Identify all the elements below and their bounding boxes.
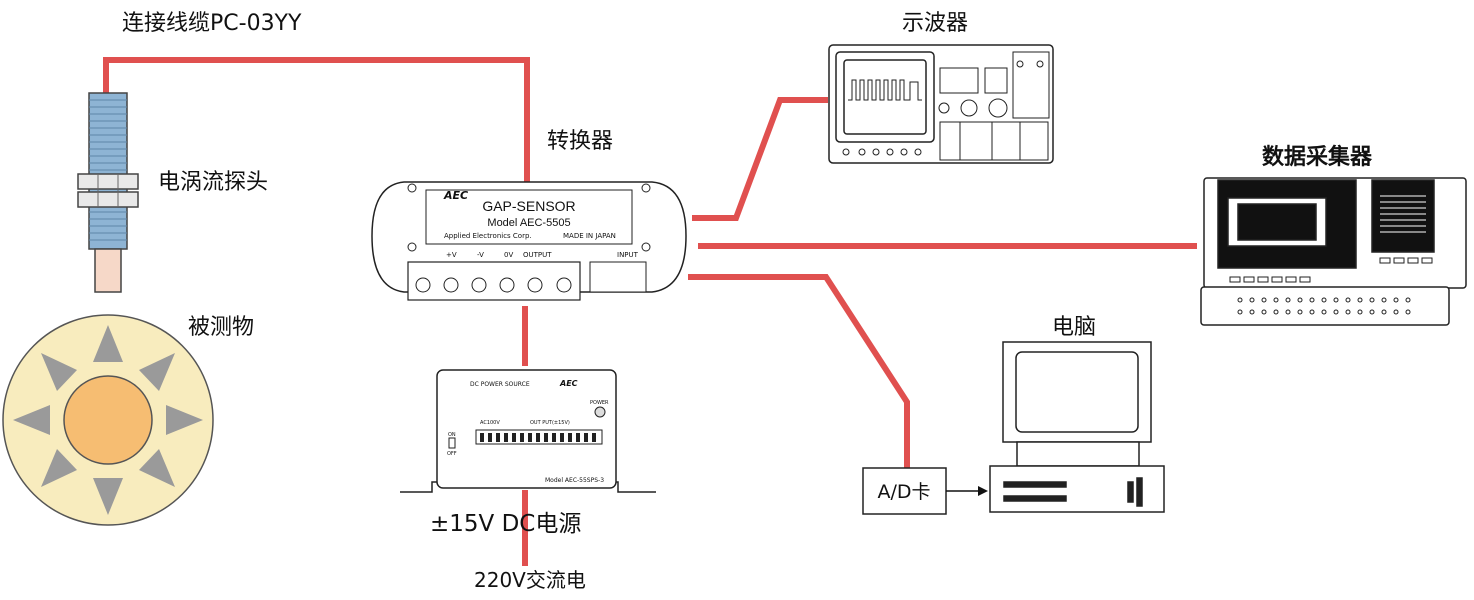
power-supply-out-group: OUT PUT(±15V)	[530, 420, 570, 426]
converter-oscilloscope-wire	[692, 97, 828, 221]
label-target: 被测物	[188, 315, 254, 340]
probe-nut-lower	[77, 191, 139, 208]
screw-icon	[407, 242, 417, 252]
converter-model: Model AEC-5505	[487, 217, 570, 229]
wires	[103, 57, 1197, 566]
label-cable: 连接线缆PC-03YY	[122, 11, 302, 36]
converter-maker: Applied Electronics Corp.	[444, 232, 532, 240]
label-mains: 220V交流电	[474, 568, 586, 592]
terminal-label-output: OUTPUT	[523, 251, 552, 259]
oscilloscope	[828, 44, 1054, 164]
converter-terminal-strip	[407, 261, 581, 301]
converter-origin: MADE IN JAPAN	[563, 232, 616, 240]
label-data-acquisition: 数据采集器	[1262, 144, 1373, 170]
ad-card-box	[862, 467, 947, 515]
power-led-icon	[594, 406, 606, 418]
screw-icon	[407, 183, 417, 193]
oscilloscope-controls	[842, 51, 1050, 161]
computer-button-icon	[1136, 477, 1143, 507]
daq-button-row	[1229, 257, 1433, 283]
converter-title: GAP-SENSOR	[482, 198, 575, 214]
diagram-labels: 连接线缆PC-03YY 电涡流探头 被测物 转换器 示波器 数据采集器 电脑 ±…	[122, 11, 1373, 592]
label-power-supply: ±15V DC电源	[430, 511, 581, 537]
screw-icon	[641, 183, 651, 193]
power-switch-icon	[448, 437, 456, 449]
terminal-label-zero: 0V	[504, 251, 513, 259]
terminal-label-input: INPUT	[617, 251, 639, 259]
ad-card-label: A/D卡	[877, 481, 930, 503]
converter-adcard-wire	[688, 274, 910, 468]
probe-thread-lines	[89, 99, 127, 241]
terminal-label-minus: -V	[477, 251, 484, 259]
converter-unit: AEC GAP-SENSOR Model AEC-5505 Applied El…	[371, 181, 687, 301]
power-switch-off: OFF	[447, 451, 457, 457]
computer-drive-slot	[1003, 481, 1067, 488]
converter-label-plate	[425, 189, 633, 245]
daq-lower-body	[1200, 286, 1450, 326]
computer-screen	[1015, 351, 1139, 433]
computer	[989, 341, 1165, 513]
power-supply-logo: AEC	[559, 379, 578, 388]
label-converter: 转换器	[547, 129, 613, 154]
computer-case	[989, 465, 1165, 513]
computer-monitor-stand	[1016, 441, 1140, 467]
power-terminal-pins	[480, 433, 596, 442]
converter-logo: AEC	[443, 189, 468, 202]
daq-cassette	[1237, 203, 1317, 241]
arrow-right-icon	[978, 486, 988, 496]
power-switch-on: ON	[448, 432, 456, 438]
ad-card: A/D卡	[862, 467, 988, 515]
label-oscilloscope: 示波器	[902, 11, 968, 36]
power-supply-model: Model AEC-55SPS-3	[545, 477, 604, 484]
power-supply-ac-group: AC100V	[480, 420, 500, 426]
eddy-current-probe	[77, 92, 139, 293]
label-computer: 电脑	[1052, 315, 1096, 340]
probe-nut-upper	[77, 173, 139, 190]
power-supply-body	[436, 369, 617, 489]
daq-right-display-lines	[1380, 195, 1426, 233]
probe-sensing-tip	[94, 248, 122, 293]
computer-drive-slot	[1003, 495, 1067, 502]
label-probe: 电涡流探头	[158, 170, 268, 195]
terminal-label-plus: +V	[446, 251, 457, 259]
dc-power-supply: DC POWER SOURCE AEC POWER AC100V OUT PUT…	[400, 369, 656, 493]
daq-right-display	[1371, 179, 1435, 253]
data-acquisition-unit	[1200, 177, 1467, 326]
computer-button-icon	[1127, 481, 1134, 503]
power-supply-header: DC POWER SOURCE	[470, 381, 530, 388]
target-object	[2, 314, 214, 526]
power-supply-led-label: POWER	[590, 400, 609, 406]
oscilloscope-waveform	[848, 79, 922, 101]
probe-cable-wire	[103, 57, 530, 185]
screw-icon	[641, 242, 651, 252]
target-teeth	[13, 325, 203, 515]
daq-vent-holes	[1237, 297, 1411, 315]
terminal-screws	[415, 277, 572, 293]
converter-input-connector	[589, 261, 647, 293]
target-core	[63, 375, 153, 465]
